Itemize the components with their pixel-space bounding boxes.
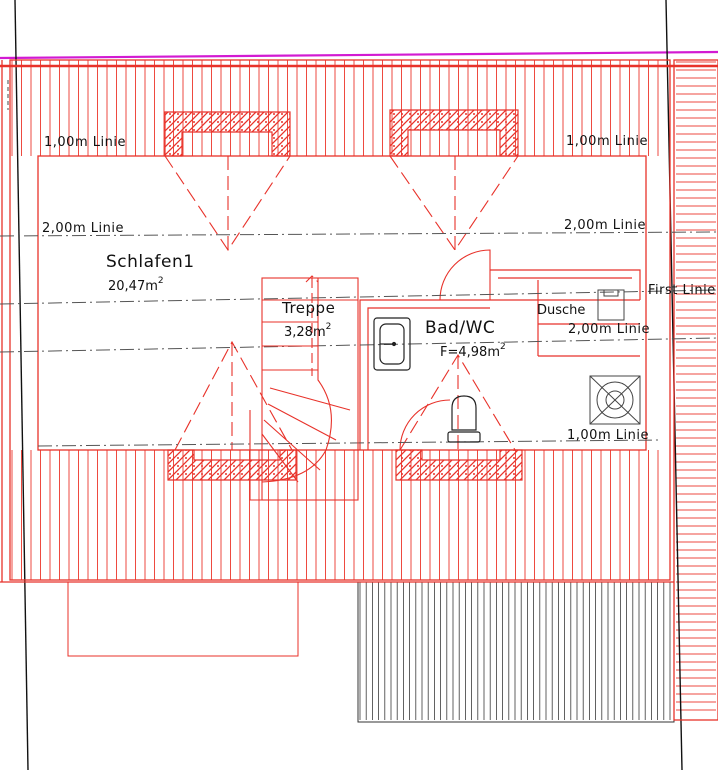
line-label-right-2m: 2,00m Linie (564, 218, 646, 233)
line-label-left-2m: 2,00m Linie (42, 221, 124, 236)
right-roof-hatch (676, 61, 716, 711)
line-label-top-right: 1,00m Linie (566, 134, 648, 149)
room-area-bad: F=4,98m2 (440, 342, 506, 360)
room-name-schlafen: Schlafen1 (106, 252, 195, 272)
left-guide-line (14, 0, 29, 771)
top-roof-hatch (11, 60, 659, 156)
bottom-roof-hatch (11, 450, 659, 580)
attic-room-floor (37, 155, 647, 451)
lower-roof-hatch (357, 581, 675, 723)
spiral-stair-icon (249, 275, 359, 501)
partition-walls (359, 269, 641, 450)
room-area-treppe: 3,28m2 (284, 322, 331, 340)
line-label-first: First Linie (648, 283, 716, 298)
room-area-schlafen: 20,47m2 (108, 276, 164, 294)
door-swings (399, 249, 491, 451)
room-name-bad: Bad/WC (425, 318, 495, 338)
lower-outline-box (67, 581, 299, 657)
ridge-line (0, 50, 718, 60)
outer-walls (0, 59, 718, 721)
line-label-top-left: 1,00m Linie (44, 135, 126, 150)
height-lines (0, 231, 718, 447)
line-label-bottom: 1,00m Linie (567, 428, 649, 443)
dormer-window-icon (164, 109, 523, 481)
labels: 1,00m Linie 1,00m Linie 2,00m Linie 2,00… (42, 134, 716, 443)
room-name-treppe: Treppe (281, 299, 335, 317)
roof-slope-indicators (164, 155, 519, 451)
shower-tray-icon (589, 289, 641, 425)
line-label-dusche-2m: 2,00m Linie (568, 322, 650, 337)
toilet-icon (447, 395, 481, 443)
sink-icon (373, 317, 411, 371)
room-name-dusche: Dusche (537, 303, 585, 318)
